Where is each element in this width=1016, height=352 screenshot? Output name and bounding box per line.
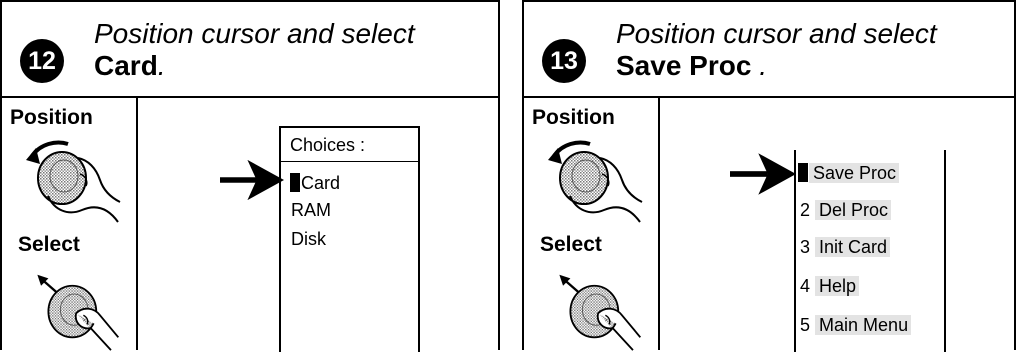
block-cursor-icon [290,173,300,192]
step-12-header: 12 Position cursor and select Card. [2,2,498,98]
choices-header: Choices : [281,128,418,162]
menu-item-main-menu[interactable]: 5 Main Menu [800,314,912,336]
instruction-text: Position cursor and select [616,18,937,49]
step-number-badge: 12 [20,39,64,83]
menu-item-del-proc[interactable]: 2 Del Proc [800,199,892,221]
instruction-target: Card [94,50,158,81]
push-knob-finger-icon [26,260,126,352]
rotate-knob-hand-icon [544,136,644,226]
menu-item-init-card[interactable]: 3 Init Card [800,236,891,258]
choice-ram[interactable]: RAM [291,200,331,220]
menu-item-save-proc[interactable]: Save Proc [798,162,900,184]
push-knob-finger-icon [548,260,648,352]
step-instruction: Position cursor and select Save Proc . [616,18,937,82]
choices-menu: Choices : Card RAM Disk [279,126,420,352]
procedure-menu: Save Proc 2 Del Proc 3 Init Card 4 Help … [794,150,946,352]
step-number-badge: 13 [542,39,586,83]
step-12-panel: 12 Position cursor and select Card. Posi… [0,0,500,352]
right-arrow-icon [220,158,284,202]
position-label: Position [532,106,615,129]
menu-item-help[interactable]: 4 Help [800,275,860,297]
step-13-header: 13 Position cursor and select Save Proc … [524,2,1014,98]
block-cursor-icon [798,163,808,182]
step-13-panel: 13 Position cursor and select Save Proc … [522,0,1016,352]
position-label: Position [10,106,93,129]
right-arrow-icon [730,152,796,196]
knob-column: Position Select [2,98,138,350]
step-instruction: Position cursor and select Card. [94,18,415,82]
instruction-text: Position cursor and select [94,18,415,49]
instruction-period: . [751,50,767,81]
select-label: Select [18,233,80,256]
knob-column: Position Select [524,98,660,350]
rotate-knob-hand-icon [22,136,122,226]
instruction-target: Save Proc [616,50,752,81]
choice-card[interactable]: Card [290,172,340,194]
select-label: Select [540,233,602,256]
instruction-period: . [157,50,166,81]
choice-disk[interactable]: Disk [291,229,326,249]
